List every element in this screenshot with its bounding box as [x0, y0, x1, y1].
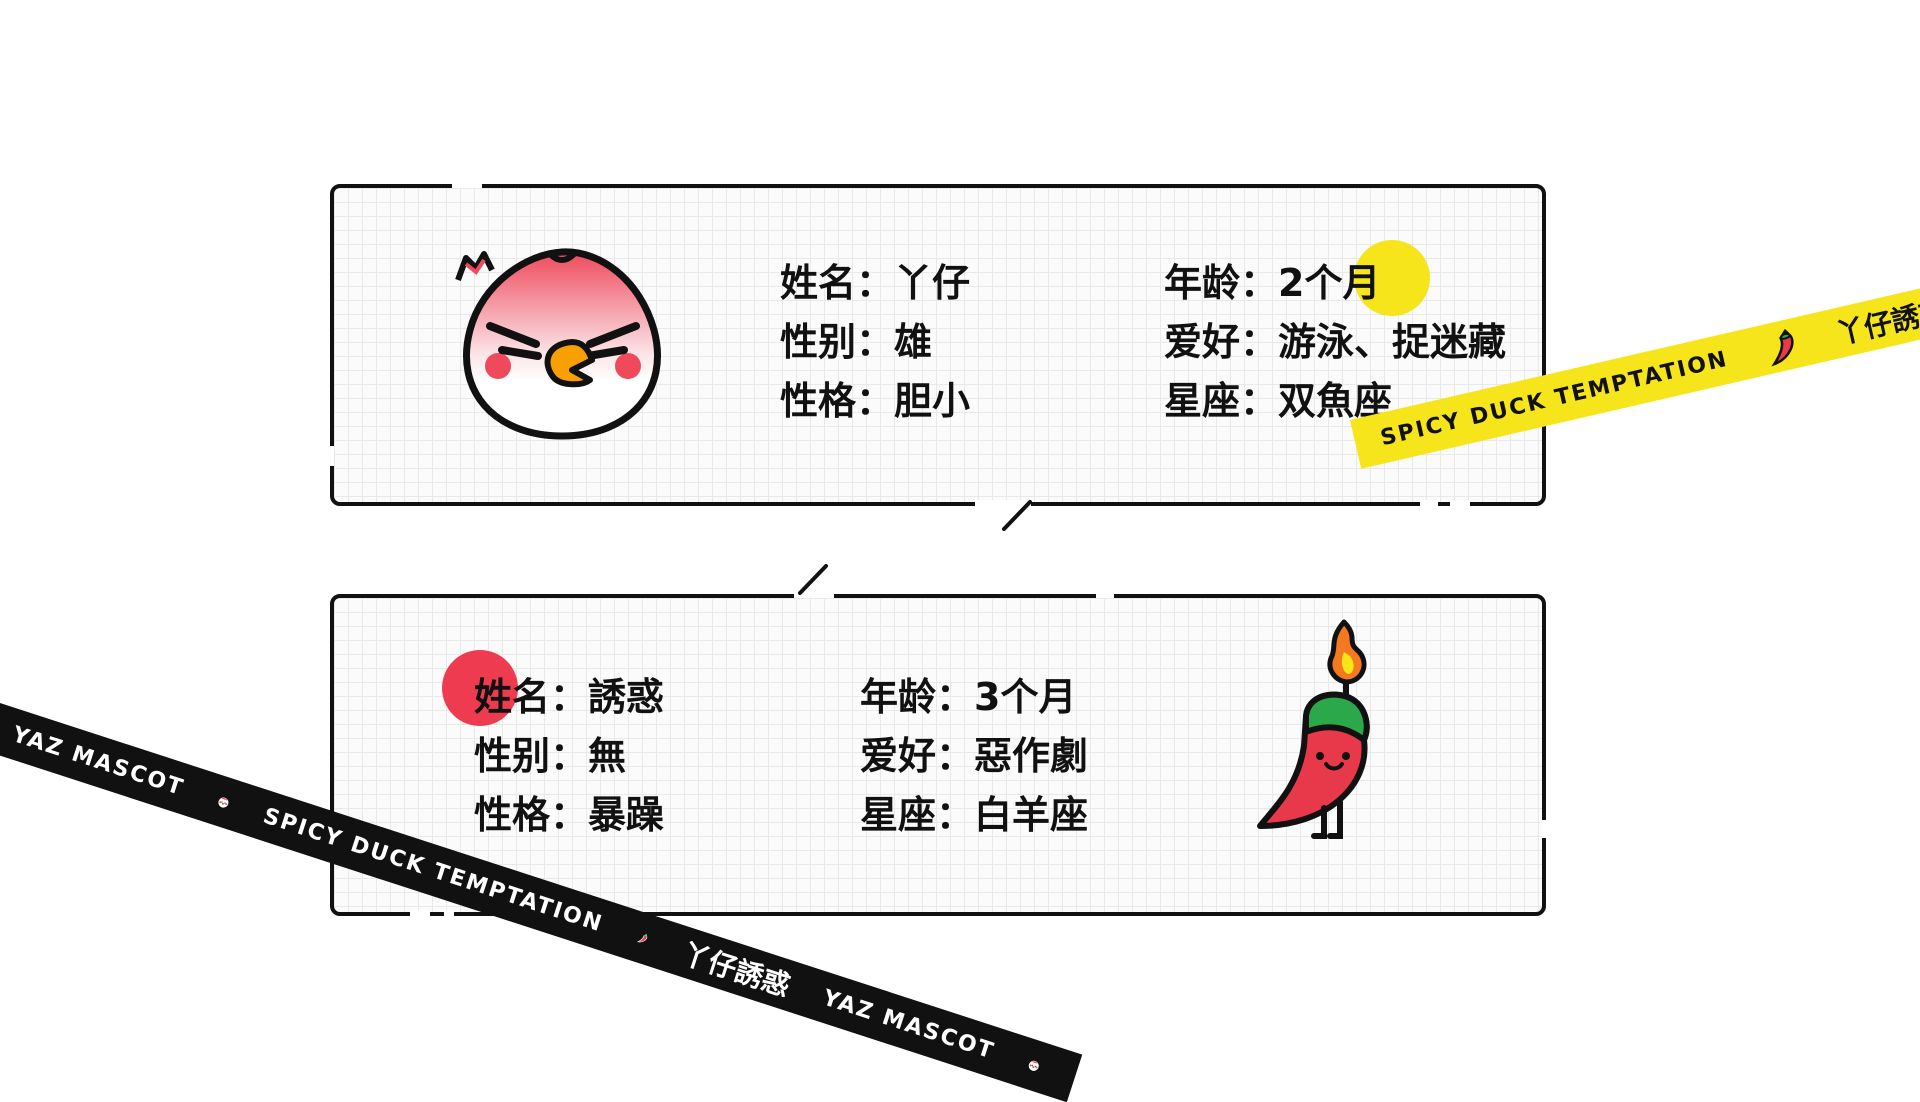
- info-row: 星座：白羊座: [860, 786, 1088, 845]
- card-border-gap: [1542, 820, 1550, 838]
- info-row: 年龄：2个月: [1164, 254, 1506, 313]
- info-separator: ：: [550, 675, 589, 719]
- info-label: 性格: [780, 379, 857, 423]
- info-value: 暴躁: [588, 793, 665, 837]
- card-border-gap: [326, 446, 334, 466]
- mini-pepper-icon: [636, 934, 647, 943]
- info-value: 無: [588, 734, 627, 778]
- card-border-gap: [444, 910, 454, 918]
- yellow-highlight-dot: [1354, 240, 1430, 316]
- info-label: 性别: [780, 320, 857, 364]
- info-value: 3个月: [974, 675, 1077, 719]
- info-separator: ：: [856, 379, 895, 423]
- pepper-info-right: 年龄：3个月 爱好：惡作劇 星座：白羊座: [860, 668, 1088, 845]
- info-separator: ：: [936, 793, 975, 837]
- info-value: 誘惑: [588, 675, 665, 719]
- info-separator: ：: [550, 734, 589, 778]
- info-value: 丫仔: [894, 261, 971, 305]
- info-label: 性格: [474, 793, 551, 837]
- info-row: 姓名：誘惑: [474, 668, 664, 727]
- info-label: 爱好: [1164, 320, 1241, 364]
- info-value: 游泳、捉迷藏: [1278, 320, 1507, 364]
- tape-text-mascot: YAZ MASCOT: [9, 721, 188, 801]
- card-border-gap: [410, 910, 430, 918]
- tape-text-mascot-2: YAZ MASCOT: [819, 985, 998, 1065]
- black-brand-tape: 惑 YAZ MASCOT SPICY DUCK TEMPTATION 丫仔誘惑 …: [0, 690, 1083, 1102]
- info-label: 姓名: [780, 261, 857, 305]
- tape-text-cn: 丫仔誘惑: [1833, 293, 1920, 351]
- info-separator: ：: [1240, 379, 1279, 423]
- card-border-gap: [1450, 500, 1470, 508]
- info-separator: ：: [856, 261, 895, 305]
- info-label: 星座: [860, 793, 937, 837]
- info-row: 姓名：丫仔: [780, 254, 970, 313]
- card-border-gap: [1096, 590, 1114, 598]
- info-row: 性别：無: [474, 727, 664, 786]
- info-value: 雄: [894, 320, 933, 364]
- mini-pepper-icon: [1771, 328, 1794, 367]
- info-label: 姓名: [474, 675, 551, 719]
- info-value: 2个月: [1278, 261, 1381, 305]
- info-separator: ：: [1240, 261, 1279, 305]
- info-row: 性格：胆小: [780, 372, 970, 431]
- duck-mascot-icon: [455, 248, 662, 440]
- speech-tail-top: [1002, 500, 1032, 531]
- mini-duck-icon: [1029, 1060, 1040, 1071]
- yellow-brand-tape: SPICY DUCK TEMPTATION 丫仔誘惑 丫: [1350, 256, 1920, 469]
- info-value: 白羊座: [974, 793, 1089, 837]
- info-label: 性别: [474, 734, 551, 778]
- info-separator: ：: [936, 734, 975, 778]
- info-separator: ：: [1240, 320, 1279, 364]
- info-label: 爱好: [860, 734, 937, 778]
- card-border-gap: [1420, 500, 1438, 508]
- duck-info-right: 年龄：2个月 爱好：游泳、捉迷藏 星座：双魚座: [1164, 254, 1506, 431]
- pepper-mascot-icon: [1257, 619, 1370, 839]
- info-value: 胆小: [894, 379, 971, 423]
- mini-duck-icon: [218, 797, 229, 808]
- info-row: 性格：暴躁: [474, 786, 664, 845]
- info-row: 爱好：游泳、捉迷藏: [1164, 313, 1506, 372]
- info-separator: ：: [550, 793, 589, 837]
- info-row: 性别：雄: [780, 313, 970, 372]
- card-border-gap: [794, 590, 834, 598]
- info-label: 年龄: [860, 675, 937, 719]
- duck-info-left: 姓名：丫仔 性别：雄 性格：胆小: [780, 254, 970, 431]
- info-separator: ：: [856, 320, 895, 364]
- duck-profile-card: [330, 184, 1546, 506]
- info-row: 年龄：3个月: [860, 668, 1088, 727]
- info-separator: ：: [936, 675, 975, 719]
- red-highlight-dot: [442, 650, 518, 726]
- info-value: 惡作劇: [974, 734, 1089, 778]
- speech-tail-bottom: [798, 564, 828, 595]
- info-row: 爱好：惡作劇: [860, 727, 1088, 786]
- pepper-info-left: 姓名：誘惑 性别：無 性格：暴躁: [474, 668, 664, 845]
- card-border-gap: [452, 180, 482, 188]
- info-label: 星座: [1164, 379, 1241, 423]
- card-border-gap: [975, 500, 1031, 508]
- tape-text-cn: 丫仔誘惑: [677, 936, 795, 1003]
- info-label: 年龄: [1164, 261, 1241, 305]
